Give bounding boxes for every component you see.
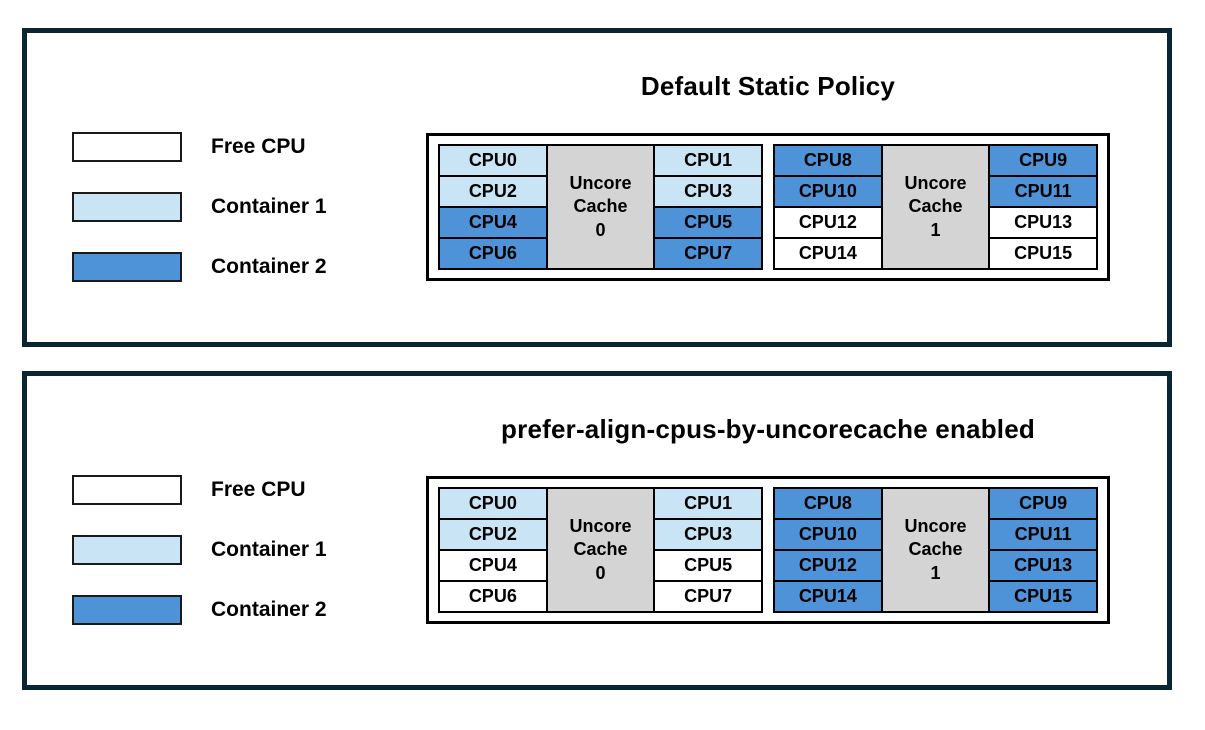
cpu-cell: CPU15	[990, 582, 1096, 611]
cpu-cell: CPU2	[440, 177, 546, 206]
uncore-cache-cell: Uncore Cache 1	[882, 489, 989, 611]
cpu-topology-diagram: Uncore Cache 0 CPU0 CPU2 CPU4 CPU6 CPU1 …	[426, 476, 1110, 624]
cpu-cell: CPU5	[655, 208, 761, 237]
cpu-cell: CPU11	[990, 177, 1096, 206]
panel-title: prefer-align-cpus-by-uncorecache enabled	[501, 414, 1035, 444]
cpu-cell: CPU5	[655, 551, 761, 580]
cpu-cell: CPU14	[775, 582, 881, 611]
cpu-cell: CPU2	[440, 520, 546, 549]
cpu-cell: CPU14	[775, 239, 881, 268]
legend-swatch-free-cpu	[72, 132, 182, 162]
policy-panel-default-static: Free CPU Container 1 Container 2 Default…	[22, 28, 1172, 347]
cpu-cell: CPU9	[990, 146, 1096, 175]
cpu-cell: CPU8	[775, 146, 881, 175]
uncore-cache-group-0: Uncore Cache 0 CPU0 CPU2 CPU4 CPU6 CPU1 …	[438, 144, 763, 270]
cpu-cell: CPU10	[775, 520, 881, 549]
legend-swatch-container-2	[72, 595, 182, 625]
cpu-cell: CPU0	[440, 489, 546, 518]
uncore-cache-cell: Uncore Cache 0	[547, 489, 654, 611]
cpu-cell: CPU6	[440, 239, 546, 268]
legend-label-container-2: Container 2	[211, 255, 327, 278]
cpu-cell: CPU13	[990, 208, 1096, 237]
cpu-cell: CPU12	[775, 208, 881, 237]
cpu-cell: CPU3	[655, 177, 761, 206]
cpu-cell: CPU3	[655, 520, 761, 549]
uncore-cache-group-1: Uncore Cache 1 CPU8 CPU10 CPU12 CPU14 CP…	[773, 144, 1098, 270]
legend-label-container-1: Container 1	[211, 538, 327, 561]
cpu-cell: CPU7	[655, 239, 761, 268]
cpu-cell: CPU9	[990, 489, 1096, 518]
cpu-cell: CPU1	[655, 146, 761, 175]
panel-title: Default Static Policy	[640, 71, 896, 101]
uncore-cache-group-1: Uncore Cache 1 CPU8 CPU10 CPU12 CPU14 CP…	[773, 487, 1098, 613]
legend-swatch-container-1	[72, 535, 182, 565]
legend-swatch-free-cpu	[72, 475, 182, 505]
cpu-cell: CPU10	[775, 177, 881, 206]
cpu-cell: CPU12	[775, 551, 881, 580]
cpu-cell: CPU1	[655, 489, 761, 518]
uncore-cache-cell: Uncore Cache 1	[882, 146, 989, 268]
cpu-cell: CPU0	[440, 146, 546, 175]
cpu-cell: CPU4	[440, 208, 546, 237]
cpu-cell: CPU6	[440, 582, 546, 611]
policy-panel-uncorecache-aligned: Free CPU Container 1 Container 2 prefer-…	[22, 371, 1172, 690]
legend-label-container-2: Container 2	[211, 598, 327, 621]
legend-swatch-container-2	[72, 252, 182, 282]
cpu-cell: CPU15	[990, 239, 1096, 268]
cpu-cell: CPU11	[990, 520, 1096, 549]
legend-label-container-1: Container 1	[211, 195, 327, 218]
cpu-cell: CPU7	[655, 582, 761, 611]
cpu-cell: CPU13	[990, 551, 1096, 580]
legend-label-free-cpu: Free CPU	[211, 478, 306, 501]
uncore-cache-group-0: Uncore Cache 0 CPU0 CPU2 CPU4 CPU6 CPU1 …	[438, 487, 763, 613]
cpu-cell: CPU8	[775, 489, 881, 518]
legend-label-free-cpu: Free CPU	[211, 135, 306, 158]
cpu-cell: CPU4	[440, 551, 546, 580]
cpu-topology-diagram: Uncore Cache 0 CPU0 CPU2 CPU4 CPU6 CPU1 …	[426, 133, 1110, 281]
uncore-cache-cell: Uncore Cache 0	[547, 146, 654, 268]
legend-swatch-container-1	[72, 192, 182, 222]
